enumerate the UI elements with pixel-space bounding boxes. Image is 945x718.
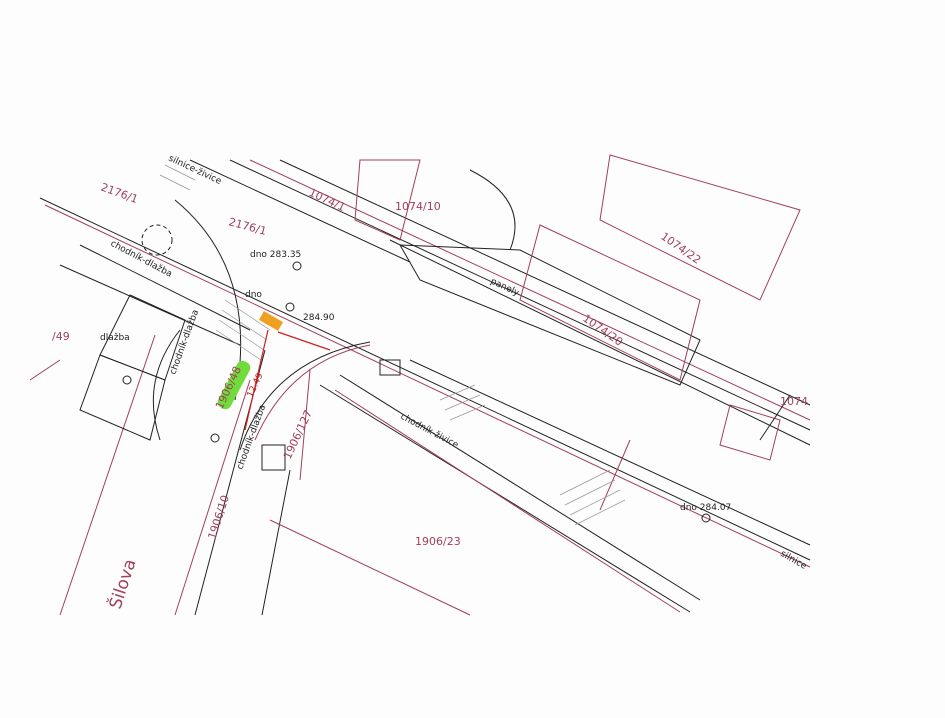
parcel-1074-1: 1074/1 xyxy=(307,186,348,214)
parcel-1074: 1074 xyxy=(780,395,808,408)
parcel-1074-20: 1074/20 xyxy=(580,312,625,349)
highlight-orange xyxy=(258,311,284,331)
label-elevation-284-90: 284.90 xyxy=(303,313,335,323)
parcel-1906-127: 1906/127 xyxy=(281,408,315,461)
street-name: Šilova xyxy=(104,556,141,611)
parcel-1074-10: 1074/10 xyxy=(395,200,441,213)
parcel-2176-1-top: 2176/1 xyxy=(99,181,140,206)
label-chodnik-zivice: chodník-živice xyxy=(399,412,461,451)
label-panely: panely xyxy=(489,277,521,299)
parcel-49: /49 xyxy=(52,330,70,343)
label-chodnik-dlazba-2: chodník-dlažba xyxy=(168,309,201,377)
parcel-1074-22: 1074/22 xyxy=(658,230,703,267)
road-lines xyxy=(29,154,811,616)
label-dno: dno xyxy=(245,290,262,300)
label-chodnik-dlazba-1: chodník-dlažba xyxy=(109,239,174,280)
parcel-2176-1: 2176/1 xyxy=(227,215,268,238)
label-dno-284-07: dno 284.07 xyxy=(680,503,731,513)
label-chodnik-dlazba-3: chodník-dlažba xyxy=(235,404,268,472)
parcel-1906-23: 1906/23 xyxy=(415,535,461,548)
label-dlazba: dlažba xyxy=(100,333,130,343)
highlight-parcel-green xyxy=(217,360,251,410)
label-dno-283-35: dno 283.35 xyxy=(250,250,301,260)
parcel-1906-10: 1906/10 xyxy=(205,493,231,540)
